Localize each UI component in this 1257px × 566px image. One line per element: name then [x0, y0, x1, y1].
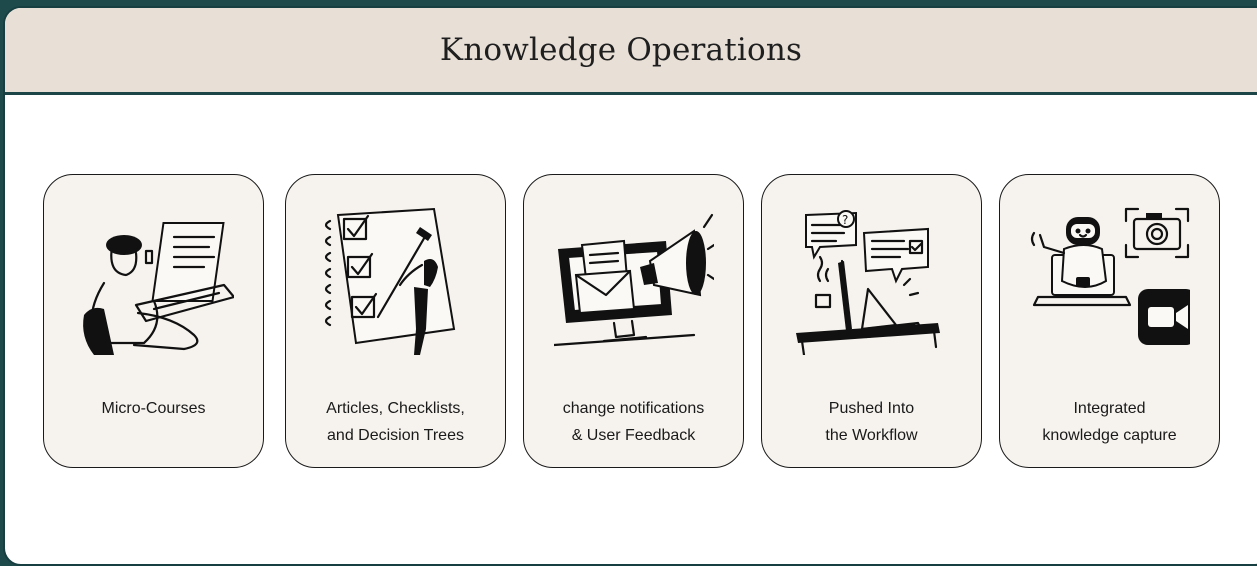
card-label: Micro-Courses: [101, 400, 206, 417]
panel-header: Knowledge Operations: [5, 8, 1257, 95]
card-label: Pushed Into the Workflow: [825, 400, 918, 444]
megaphone-monitor-icon: [554, 213, 714, 347]
page-title: Knowledge Operations: [439, 32, 803, 68]
desk-chat-bubbles-icon: ?: [796, 210, 940, 355]
card-label: Articles, Checklists, and Decision Trees: [326, 400, 465, 444]
card-label: change notifications & User Feedback: [562, 400, 705, 444]
card-label: Integrated knowledge capture: [1042, 400, 1177, 444]
card-change-notifications[interactable]: change notifications & User Feedback: [523, 174, 744, 468]
svg-text:?: ?: [842, 213, 848, 227]
card-pushed-into-workflow[interactable]: ? Pushed Into the Workflow: [761, 174, 982, 468]
person-at-laptop-icon: [83, 222, 234, 355]
robot-camera-video-icon: [1030, 207, 1190, 345]
checklist-notebook-icon: [324, 207, 456, 355]
card-articles-checklists[interactable]: Articles, Checklists, and Decision Trees: [285, 174, 506, 468]
knowledge-operations-panel: Knowledge Operations Micro-Courses: [3, 6, 1257, 566]
card-knowledge-capture[interactable]: Integrated knowledge capture: [999, 174, 1220, 468]
card-micro-courses[interactable]: Micro-Courses: [43, 174, 264, 468]
